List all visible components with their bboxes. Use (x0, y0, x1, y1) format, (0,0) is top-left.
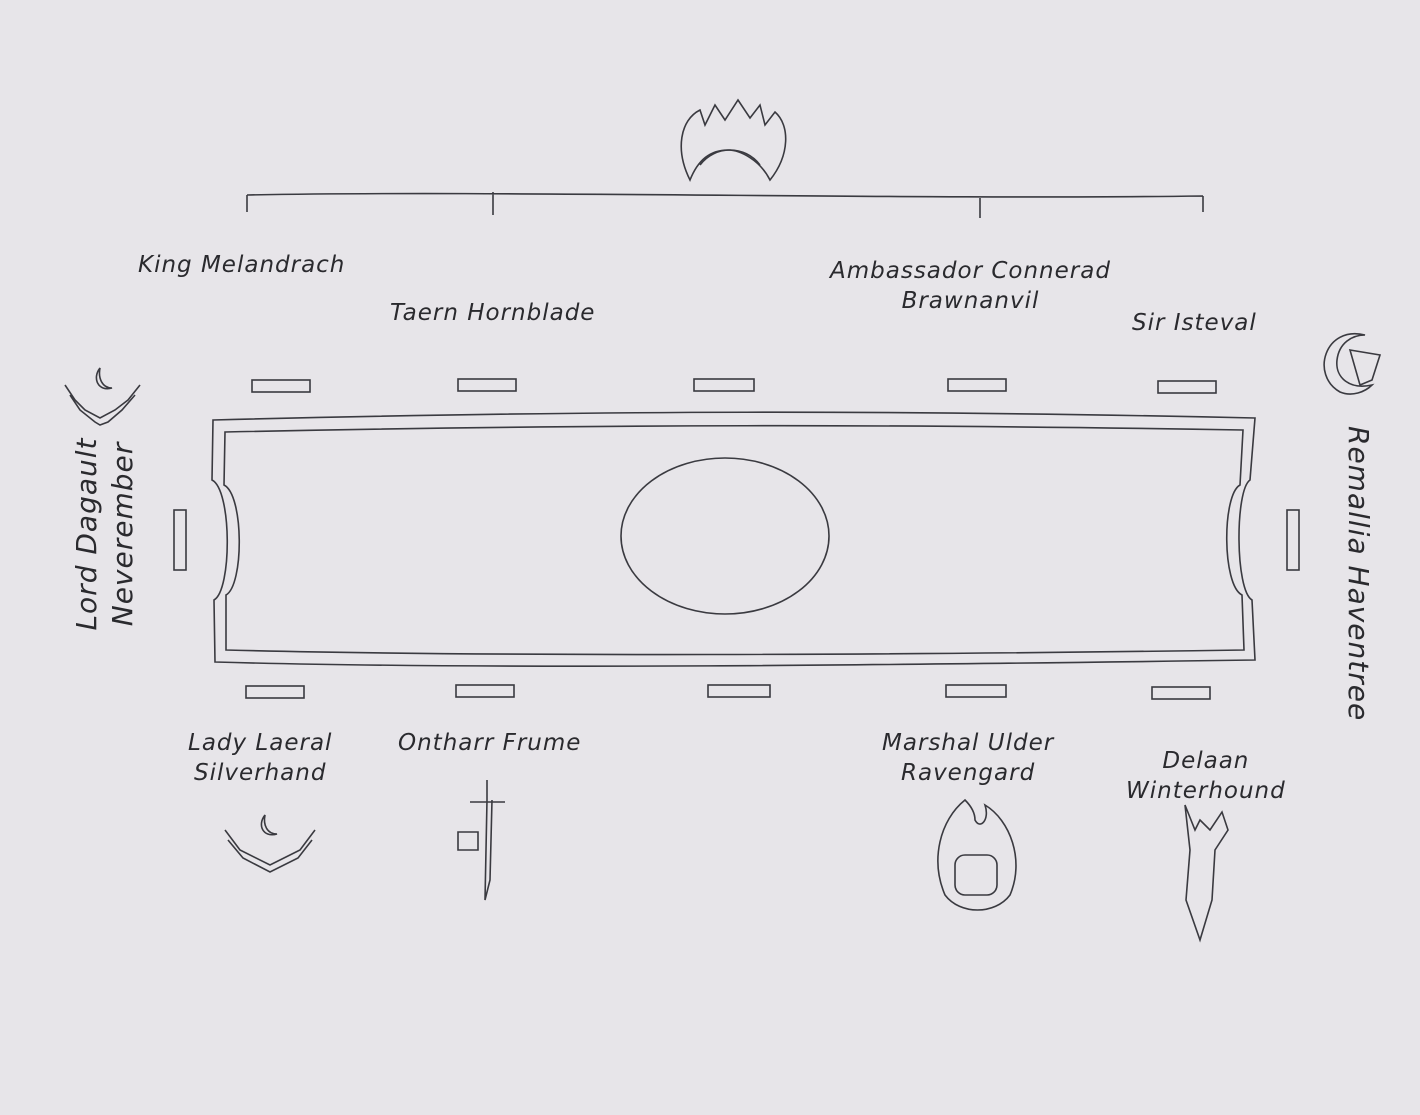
crescent-harp-icon (1323, 332, 1382, 395)
moon-chevron-icon-left (64, 367, 141, 426)
seat-label-sir-isteval: Sir Isteval (1132, 310, 1257, 336)
name-line: Winterhound (1126, 778, 1286, 804)
moon-chevron-icon-bottom (224, 814, 316, 873)
name-line: Delaan (1162, 748, 1250, 774)
sword-icon (457, 780, 505, 901)
chairs (173, 378, 1300, 700)
seat-label-dagault-neverember: Lord Dagault Neverember (69, 419, 141, 649)
seat-label-king-melandrach: King Melandrach (138, 252, 346, 278)
seat-label-delaan-winterhound: Delaan Winterhound (1126, 746, 1286, 806)
seat-label-taern-hornblade: Taern Hornblade (390, 300, 596, 326)
crown-icon (680, 98, 787, 182)
name-line: Marshal Ulder (882, 730, 1055, 756)
name-line: Silverhand (193, 760, 327, 786)
name-line: Neverember (106, 441, 139, 627)
seat-label-connerad-brawnanvil: Ambassador Connerad Brawnanvil (830, 256, 1111, 316)
seat-label-remallia-haventree: Remallia Haventree (1342, 426, 1375, 722)
name-line: Ravengard (901, 760, 1036, 786)
table (211, 411, 1256, 667)
table-center-oval (620, 457, 830, 615)
name-line: Lord Dagault (70, 437, 103, 631)
seat-label-laeral-silverhand: Lady Laeral Silverhand (188, 728, 332, 788)
stag-icon (1184, 804, 1229, 943)
seat-label-ontharr-frume: Ontharr Frume (398, 730, 582, 756)
head-bracket (246, 192, 1204, 218)
flaming-fist-icon (937, 798, 1017, 911)
name-line: Lady Laeral (188, 730, 333, 756)
name-line: Ambassador Connerad (830, 258, 1111, 284)
name-line: Brawnanvil (901, 288, 1040, 314)
seat-label-ulder-ravengard: Marshal Ulder Ravengard (882, 728, 1054, 788)
